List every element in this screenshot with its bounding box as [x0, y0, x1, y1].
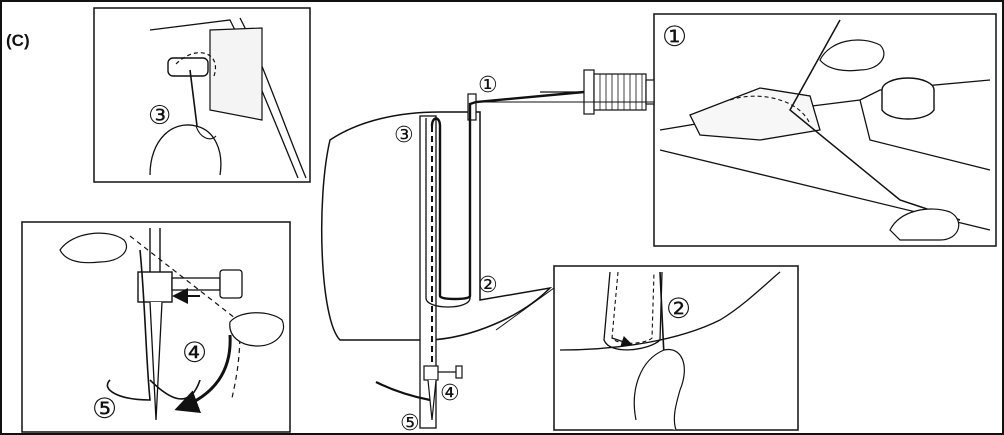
step-4-panel-label: ④ — [182, 336, 207, 369]
step-1-panel-label: ① — [662, 20, 687, 53]
step-4-machine-label: ④ — [440, 381, 460, 406]
panel-step-3: ③ — [93, 7, 311, 183]
panel-step-1: ① — [653, 13, 997, 247]
step-3-label: ③ — [148, 101, 171, 131]
figure-label: (C) — [6, 31, 30, 50]
step-2-panel-label: ② — [666, 292, 691, 325]
panel-step-2: ② — [553, 265, 799, 431]
step-5-panel-label: ⑤ — [92, 392, 117, 425]
step-3-machine-label: ③ — [394, 123, 414, 148]
panel-step-4-5: ④ ⑤ — [21, 221, 291, 433]
step-5-machine-label: ⑤ — [400, 411, 420, 435]
step-2-label: ② — [478, 273, 498, 298]
machine-body: ① ② ③ ④ ⑤ — [320, 69, 655, 435]
step-1-label: ① — [478, 73, 498, 98]
spool — [540, 69, 655, 115]
